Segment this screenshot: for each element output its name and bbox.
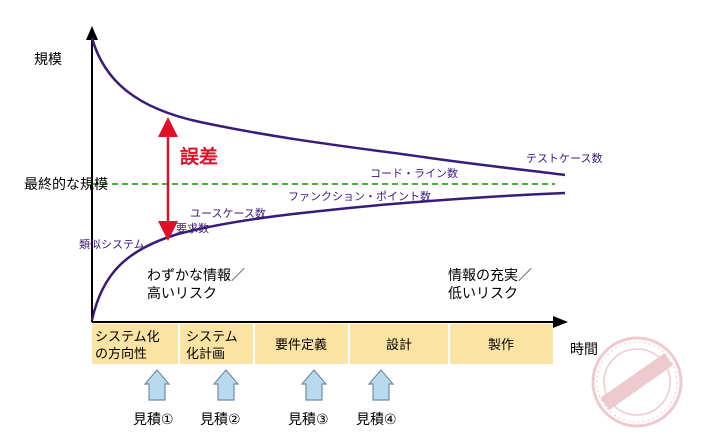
- final-scale-label: 最終的な規模: [24, 177, 108, 193]
- phase-1-line2: の方向性: [95, 346, 147, 362]
- function-points-label: ファンクション・ポイント数: [288, 190, 431, 203]
- estimate-arrow-icon: [367, 369, 395, 401]
- phase-5-label: 製作: [488, 338, 514, 353]
- phase-cell: [350, 324, 448, 364]
- estimate-arrow-icon: [143, 369, 171, 401]
- y-axis-label: 規模: [34, 52, 62, 68]
- x-axis-arrowhead: [553, 316, 568, 328]
- estimate-3-label: 見積③: [288, 412, 329, 428]
- phase-bar: システム化 の方向性 システム 化計画 要件定義 設計 製作: [92, 324, 553, 364]
- phase-cell: [450, 324, 553, 364]
- estimate-4-label: 見積④: [356, 412, 397, 428]
- lower-estimate-curve: [90, 191, 566, 321]
- code-lines-label: コード・ライン数: [370, 167, 458, 180]
- low-info-note-line1: わずかな情報／: [147, 268, 245, 284]
- use-cases-label: ユースケース数: [190, 207, 266, 220]
- test-cases-label: テストケース数: [526, 152, 602, 165]
- phase-cell: [180, 324, 253, 364]
- x-axis-label: 時間: [570, 342, 598, 358]
- rich-info-note-line2: 低いリスク: [448, 286, 518, 302]
- estimate-arrow-icon: [300, 369, 328, 401]
- y-axis-arrowhead: [86, 26, 98, 40]
- phase-4-label: 設計: [386, 337, 412, 353]
- phase-1-line1: システム化: [95, 330, 160, 345]
- protected-image-stamp: [591, 336, 683, 428]
- phase-cell: [92, 324, 178, 364]
- upper-estimate-curve: [90, 37, 566, 177]
- similar-systems-label: 類似システム: [79, 238, 145, 251]
- low-info-note-line2: 高いリスク: [147, 285, 217, 302]
- requirements-label: 要求数: [176, 222, 209, 235]
- estimate-2-label: 見積②: [200, 412, 241, 428]
- error-label: 誤差: [180, 145, 218, 168]
- phase-2-line1: システム: [186, 330, 238, 345]
- phase-3-label: 要件定義: [275, 337, 327, 353]
- estimate-arrow-icon: [212, 369, 240, 401]
- phase-cell: [255, 324, 348, 364]
- estimate-1-label: 見積①: [133, 412, 174, 428]
- phase-2-line2: 化計画: [186, 346, 225, 362]
- rich-info-note-line1: 情報の充実／: [448, 268, 532, 284]
